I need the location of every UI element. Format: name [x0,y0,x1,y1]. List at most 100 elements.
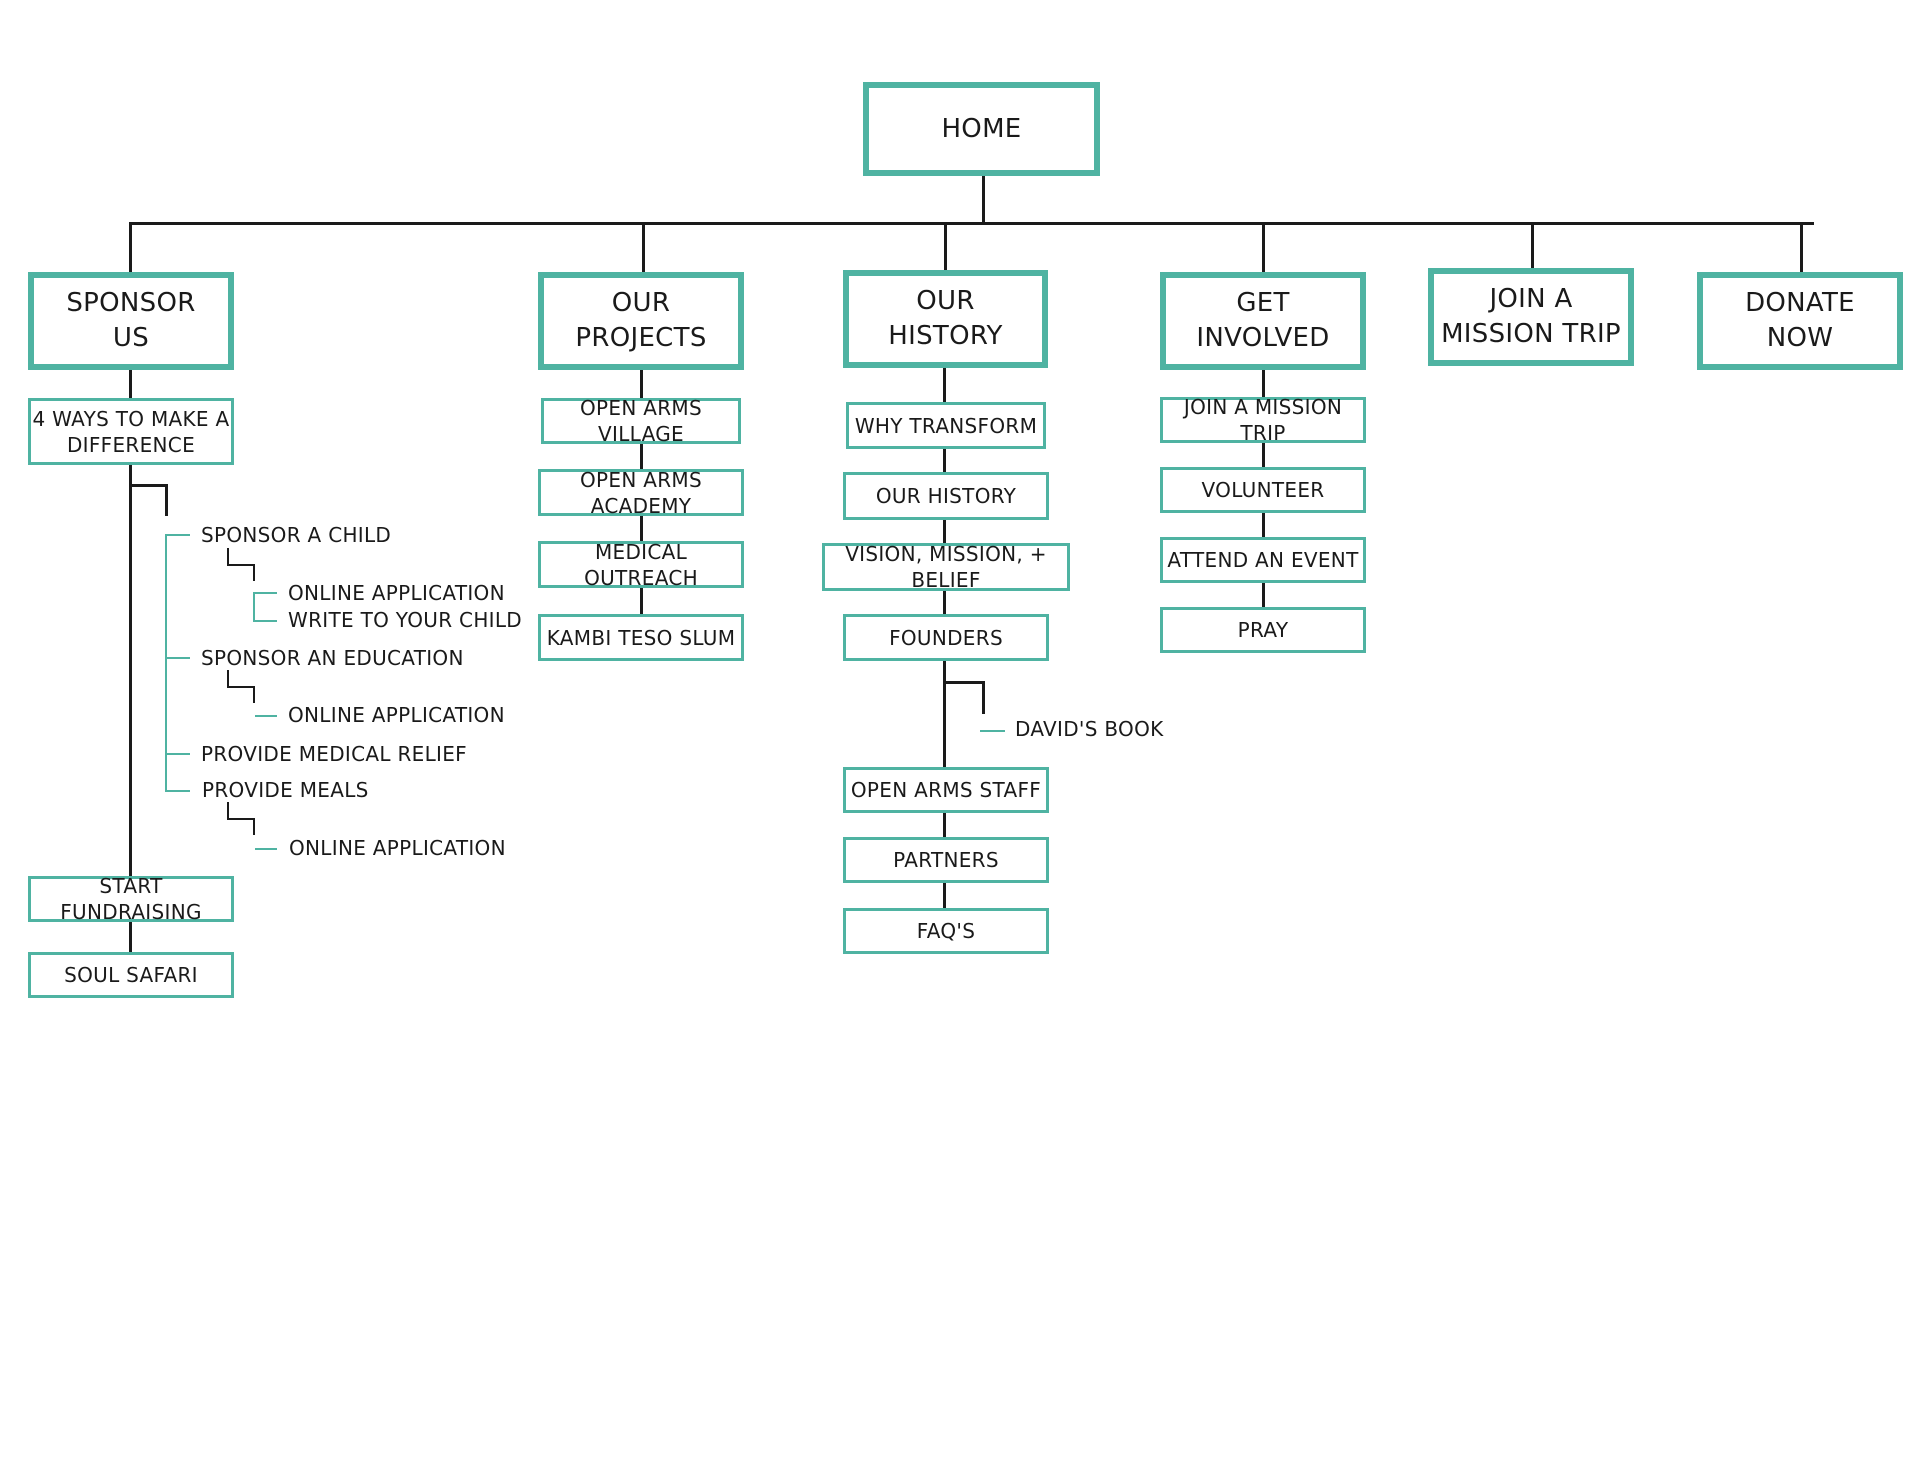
node-label: OPEN ARMS STAFF [850,778,1042,802]
connector [253,592,277,594]
connector [1262,222,1265,273]
our-history-node: OUR HISTORY [843,270,1048,368]
connector [982,681,985,714]
project-item: OPEN ARMS VILLAGE [541,396,741,446]
node-label: US [112,323,150,353]
node-label: SPONSOR [66,288,196,318]
node-label: OUR HISTORY [875,484,1017,508]
connector [253,818,255,835]
connector [982,174,985,223]
connector [943,812,946,838]
connector [943,367,946,403]
node-label: JOIN A [1489,284,1573,314]
node-label: ATTEND AN EVENT [1167,548,1359,572]
connector [227,802,229,820]
connector [640,368,643,400]
node-label: HISTORY [888,321,1003,351]
connector [642,222,645,273]
online-application-label: ONLINE APPLICATION [289,836,506,860]
history-item: PARTNERS [843,837,1049,883]
connector [943,660,946,768]
node-label: 4 WAYS TO MAKE A [32,406,230,431]
node-label: MEDICAL OUTREACH [584,539,698,590]
connector [165,753,190,755]
node-label: INVOLVED [1196,323,1330,353]
project-item: KAMBI TESO SLUM [538,614,744,661]
node-label: PRAY [1237,618,1289,642]
node-label: OPEN ARMS VILLAGE [580,396,702,446]
top-bus-connector [129,222,1814,225]
connector [980,730,1005,732]
node-label: KAMBI TESO SLUM [546,625,736,650]
node-label: PARTNERS [893,848,999,872]
start-fundraising-node: START FUNDRAISING [28,874,234,924]
node-label: DONATE [1745,288,1855,318]
our-projects-node: OUR PROJECTS [538,272,744,370]
node-label: GET [1236,288,1290,318]
join-mission-trip-node: JOIN A MISSION TRIP [1428,268,1634,366]
connector [943,448,946,473]
node-label: OUR [916,286,975,316]
connector [1262,512,1265,538]
involved-item: ATTEND AN EVENT [1160,537,1366,583]
davids-book-label: DAVID'S BOOK [1015,717,1164,741]
node-label: WHY TRANSFORM [854,413,1038,438]
connector [255,848,277,850]
connector [253,620,277,622]
connector [129,464,132,952]
node-label: FOUNDERS [889,625,1003,650]
connector [640,515,643,542]
provide-medical-relief-label: PROVIDE MEDICAL RELIEF [201,742,467,766]
write-to-your-child-label: WRITE TO YOUR CHILD [288,608,523,632]
soul-safari-node: SOUL SAFARI [28,952,234,998]
sponsor-a-child-label: SPONSOR A CHILD [201,523,392,547]
provide-meals-label: PROVIDE MEALS [202,778,369,802]
project-item: OPEN ARMS ACADEMY [538,467,744,518]
connector [943,882,946,909]
connector [129,222,132,273]
connector [165,790,190,792]
connector [1262,442,1265,469]
connector [944,222,947,273]
node-label: OUR [611,288,671,318]
history-item: OUR HISTORY [843,472,1049,520]
connector [165,657,190,659]
connector [227,818,255,820]
connector [1800,222,1803,273]
connector [165,534,167,792]
connector [640,587,643,615]
node-label: MISSION TRIP [1441,319,1621,349]
donate-now-node: DONATE NOW [1697,272,1903,370]
connector [227,548,229,566]
node-label: NOW [1766,323,1834,353]
connector [165,484,168,516]
node-label: SOUL SAFARI [64,963,198,987]
connector [129,369,132,399]
connector [227,670,229,688]
node-label: OPEN ARMS ACADEMY [580,467,702,518]
project-item: MEDICAL OUTREACH [538,539,744,590]
connector [253,564,255,581]
connector [255,715,277,717]
online-application-label: ONLINE APPLICATION [288,581,505,605]
connector [1262,582,1265,608]
connector [943,590,946,615]
connector [129,484,168,487]
connector [1531,222,1534,270]
history-item: FAQ'S [843,908,1049,954]
get-involved-node: GET INVOLVED [1160,272,1366,370]
node-label: PROJECTS [575,323,707,353]
history-item: OPEN ARMS STAFF [843,767,1049,813]
history-item: VISION, MISSION, + BELIEF [822,542,1070,592]
sponsor-an-education-label: SPONSOR AN EDUCATION [201,646,464,670]
history-item: WHY TRANSFORM [846,402,1046,449]
node-label: VISION, MISSION, + BELIEF [845,542,1047,592]
connector [253,686,255,703]
node-label: JOIN A MISSION TRIP [1183,395,1343,445]
connector [227,564,255,566]
node-label: VOLUNTEER [1201,478,1325,502]
connector [640,442,643,470]
history-item: FOUNDERS [843,614,1049,661]
connector [253,592,255,622]
